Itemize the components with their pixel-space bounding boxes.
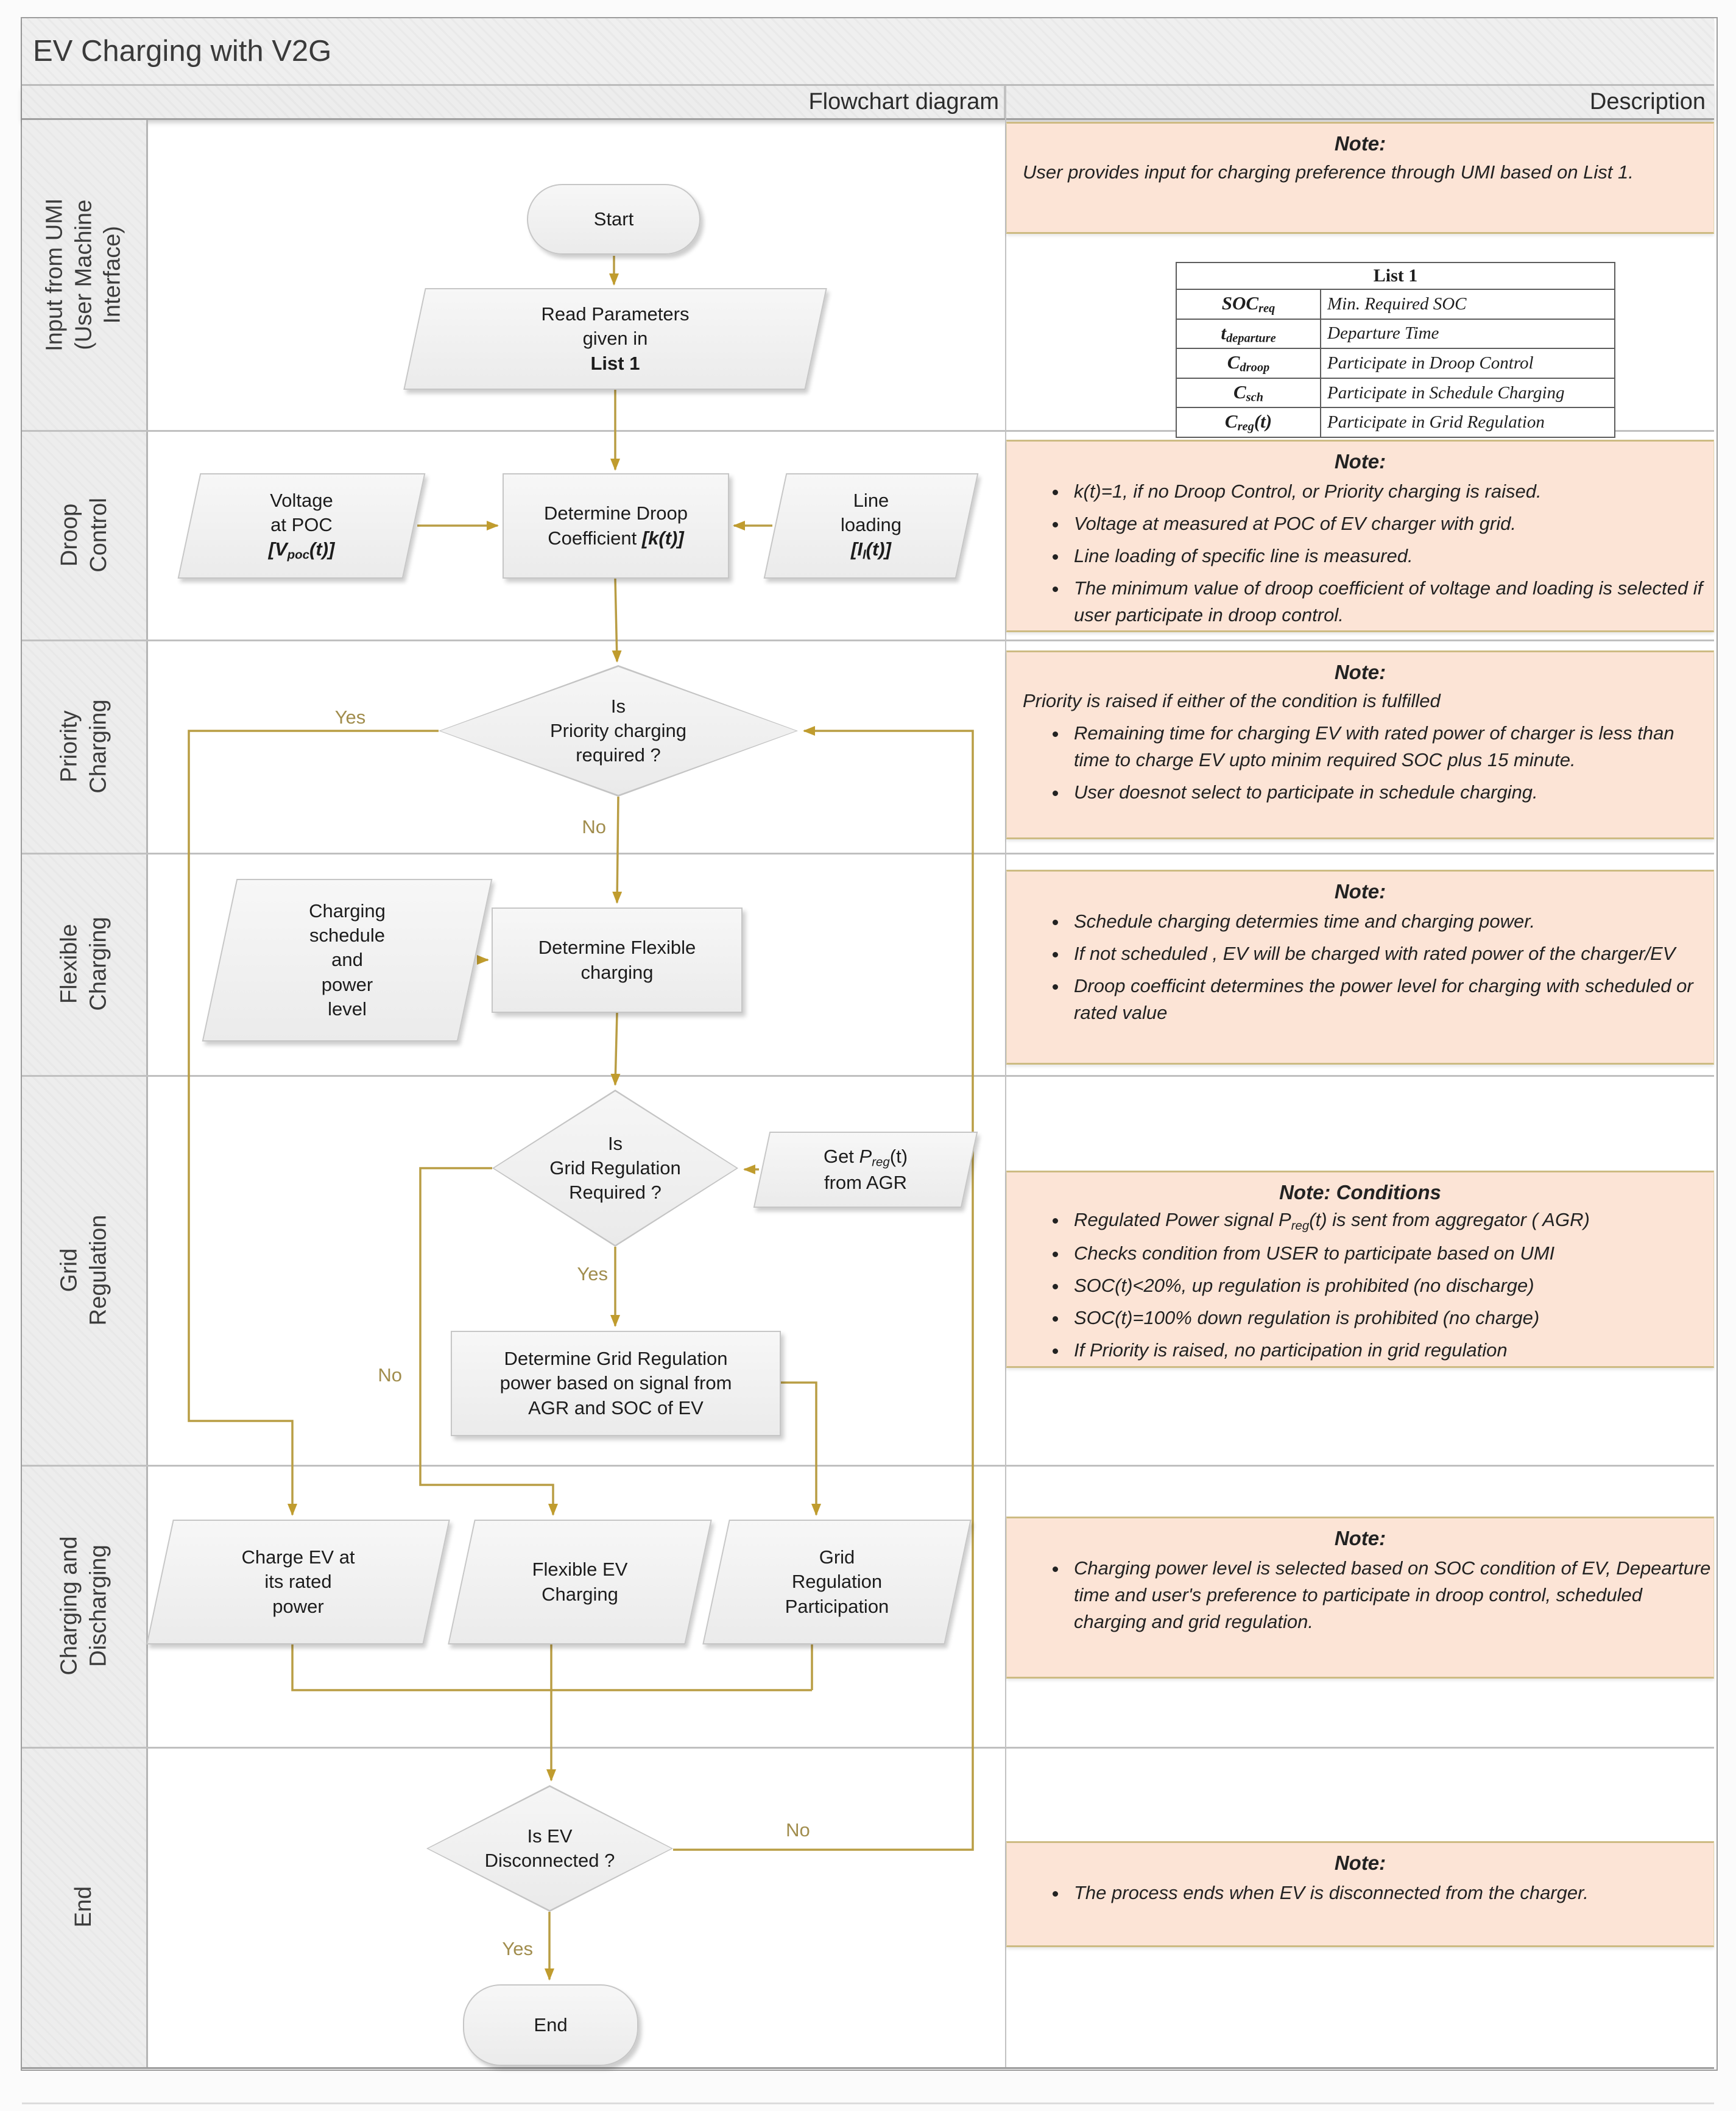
label-yes-disconnect: Yes [502, 1938, 533, 1959]
note-flexible-charging: Note: Schedule charging determies time a… [1006, 870, 1714, 1065]
note-priority-charging: Note: Priority is raised if either of th… [1006, 650, 1714, 839]
lane-divider [22, 1747, 1714, 1749]
column-header-flowchart: Flowchart diagram [22, 86, 1005, 118]
note-bullet: Voltage at measured at POC of EV charger… [1068, 510, 1713, 537]
column-header-description: Description [1589, 89, 1706, 115]
note-input-umi: Note: User provides input for charging p… [1006, 122, 1714, 234]
lane-divider [22, 430, 1714, 432]
lane-divider [22, 853, 1714, 855]
list1-desc: Participate in Grid Regulation [1320, 407, 1615, 438]
note-droop-control: Note: k(t)=1, if no Droop Control, or Pr… [1006, 440, 1714, 632]
note-bullet: Schedule charging determies time and cha… [1068, 908, 1713, 935]
label-yes-grid: Yes [577, 1263, 608, 1285]
list1-symbol: Creg(t) [1176, 407, 1321, 438]
note-bullet: k(t)=1, if no Droop Control, or Priority… [1068, 478, 1713, 505]
list1-symbol: SOCreq [1176, 289, 1321, 320]
note-bullet: If Priority is raised, no participation … [1068, 1337, 1713, 1364]
column-divider [1005, 86, 1006, 2067]
list1-desc: Participate in Droop Control [1320, 348, 1615, 379]
table-row: Creg(t)Participate in Grid Regulation [1176, 407, 1615, 438]
title-bar: EV Charging with V2G [22, 18, 1714, 86]
note-bullet: The process ends when EV is disconnected… [1068, 1880, 1713, 1906]
table-bottom-border [22, 2067, 1714, 2069]
note-bullet: SOC(t)<20%, up regulation is prohibited … [1068, 1272, 1713, 1299]
label-no-grid: No [378, 1364, 402, 1386]
note-bullet: User doesnot select to participate in sc… [1068, 779, 1713, 806]
note-bullet: The minimum value of droop coefficient o… [1068, 575, 1713, 629]
flow-node-get-preg-from-agr: Get Preg(t)from AGR [753, 1132, 978, 1208]
flow-node-end: End [463, 1984, 638, 2066]
flow-node-start: Start [527, 184, 700, 255]
page-title: EV Charging with V2G [33, 35, 332, 68]
list1-desc: Departure Time [1320, 318, 1615, 350]
list1-desc: Participate in Schedule Charging [1320, 377, 1615, 409]
list1-symbol: tdeparture [1176, 318, 1321, 350]
label-no-disconnect: No [786, 1819, 810, 1841]
note-bullet: SOC(t)=100% down regulation is prohibite… [1068, 1305, 1713, 1331]
list1-symbol: Cdroop [1176, 348, 1321, 379]
note-end: Note: The process ends when EV is discon… [1006, 1841, 1714, 1947]
label-yes-priority: Yes [335, 707, 366, 728]
note-bullet: Droop coefficint determines the power le… [1068, 973, 1713, 1026]
list1-title: List 1 [1176, 262, 1615, 290]
note-bullet: Remaining time for charging EV with rate… [1068, 720, 1713, 774]
note-charging-discharging: Note: Charging power level is selected b… [1006, 1517, 1714, 1679]
lane-divider [22, 640, 1714, 641]
note-bullet: Regulated Power signal Preg(t) is sent f… [1068, 1207, 1713, 1235]
list1-symbol: Csch [1176, 377, 1321, 409]
note-bullet: Checks condition from USER to participat… [1068, 1240, 1713, 1267]
note-bullet: If not scheduled , EV will be charged wi… [1068, 940, 1713, 967]
label-no-priority: No [582, 816, 606, 837]
lane-divider [22, 1075, 1714, 1077]
column-header-row: Flowchart diagram Description [22, 86, 1714, 120]
lane-label-column [22, 120, 148, 2067]
lane-divider [22, 1465, 1714, 1467]
list1-desc: Min. Required SOC [1320, 289, 1615, 320]
note-bullet: Charging power level is selected based o… [1068, 1555, 1713, 1635]
page-edge-line [22, 2102, 1714, 2104]
note-bullet: Line loading of specific line is measure… [1068, 543, 1713, 569]
note-grid-regulation: Note: Conditions Regulated Power signal … [1006, 1171, 1714, 1368]
